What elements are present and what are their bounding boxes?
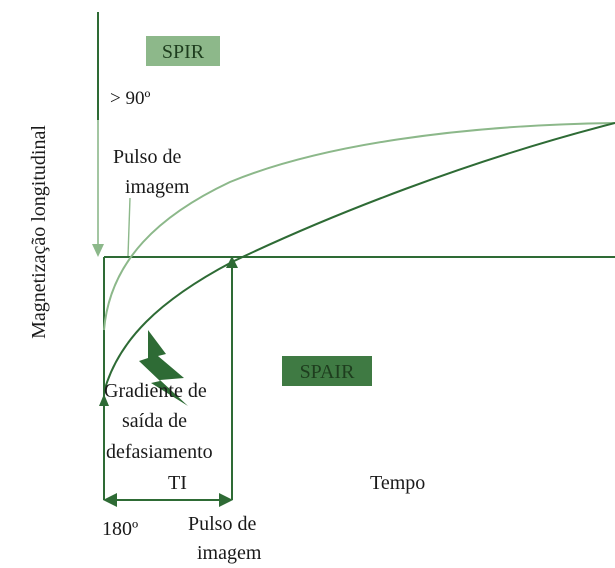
pulse-top-label-line1: Pulso de <box>113 146 181 168</box>
inversion-arrow-head <box>99 394 109 406</box>
gradient-label-line3: defasiamento <box>106 441 213 463</box>
spir-badge <box>146 36 220 66</box>
flip-angle-label: > 90º <box>110 88 150 109</box>
spair-badge-label: SPAIR <box>300 361 356 383</box>
pulse-bottom-label-line1: Pulso de <box>188 513 256 535</box>
lightning-bolt-icon <box>139 330 188 406</box>
gradient-label-line2: saída de <box>122 410 187 432</box>
pulse-top-pointer <box>127 197 131 257</box>
pulse-top-label-line2: imagem <box>125 176 190 198</box>
gradient-label-line1: Gradiente de <box>104 380 207 402</box>
inversion-angle-label: 180º <box>102 518 138 540</box>
spir-arrow-head <box>92 244 104 257</box>
spir-badge-label: SPIR <box>162 41 205 63</box>
spir-recovery-curve <box>103 122 615 331</box>
ti-label: TI <box>168 472 187 494</box>
spair-badge <box>282 356 372 386</box>
spair-recovery-curve <box>103 122 615 393</box>
pulse-bottom-label-line2: imagem <box>197 542 262 564</box>
y-axis-label: Magnetização longitudinal <box>28 125 50 339</box>
ti-marker-arrow-head <box>226 256 238 268</box>
x-axis-label: Tempo <box>370 472 425 494</box>
